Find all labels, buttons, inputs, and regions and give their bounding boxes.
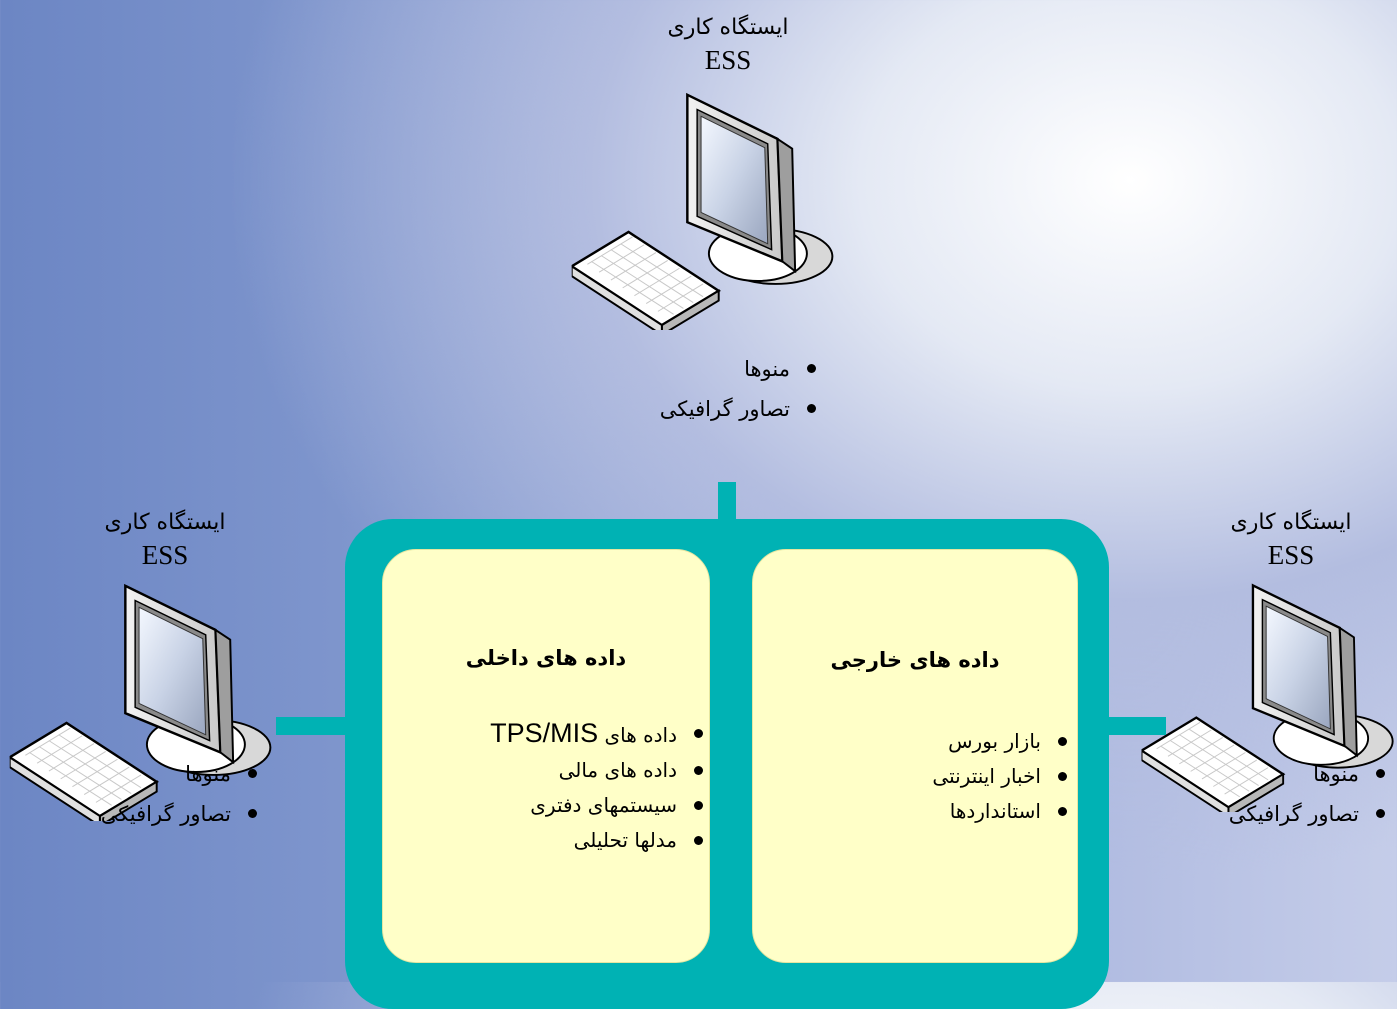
right-workstation-features: منوها تصاور گرافیکی bbox=[1229, 754, 1389, 834]
internal-data-item: داده های مالی bbox=[490, 753, 707, 788]
workstation-title: ایستگاه کاری bbox=[1230, 510, 1352, 535]
left-workstation-label: ایستگاه کاری ESS bbox=[45, 507, 285, 571]
top-workstation-label: ایستگاه کاری ESS bbox=[608, 12, 848, 76]
top-workstation-features: منوها تصاور گرافیکی bbox=[660, 349, 820, 429]
workstation-title: ایستگاه کاری bbox=[667, 15, 789, 40]
workstation-code: ESS bbox=[141, 540, 189, 570]
feature-item: منوها bbox=[660, 349, 820, 389]
feature-item: تصاور گرافیکی bbox=[1229, 794, 1389, 834]
computer-workstation-icon bbox=[570, 85, 838, 330]
internal-data-item: داده های TPS/MIS bbox=[490, 716, 707, 753]
top-connector bbox=[718, 482, 736, 522]
external-data-item: استانداردها bbox=[932, 794, 1071, 829]
item-text: داده های bbox=[598, 723, 677, 747]
external-data-list: بازار بورس اخبار اینترنتی استانداردها bbox=[932, 724, 1071, 829]
workstation-code: ESS bbox=[704, 45, 752, 75]
external-data-panel: داده های خارجی بازار بورس اخبار اینترنتی… bbox=[752, 549, 1078, 963]
feature-item: تصاور گرافیکی bbox=[660, 389, 820, 429]
center-divider bbox=[718, 519, 736, 982]
internal-data-title: داده های داخلی bbox=[465, 646, 627, 670]
external-data-item: اخبار اینترنتی bbox=[932, 759, 1071, 794]
left-workstation-features: منوها تصاور گرافیکی bbox=[101, 754, 261, 834]
internal-data-list: داده های TPS/MIS داده های مالی سیستمهای … bbox=[490, 716, 707, 858]
workstation-code: ESS bbox=[1267, 540, 1315, 570]
external-data-title: داده های خارجی bbox=[830, 648, 1000, 672]
item-latin-text: TPS/MIS bbox=[490, 718, 599, 748]
internal-data-item: سیستمهای دفتری bbox=[490, 788, 707, 823]
left-connector bbox=[276, 717, 348, 735]
internal-data-item: مدلها تحلیلی bbox=[490, 823, 707, 858]
feature-item: منوها bbox=[101, 754, 261, 794]
workstation-title: ایستگاه کاری bbox=[104, 510, 226, 535]
feature-item: منوها bbox=[1229, 754, 1389, 794]
right-workstation-label: ایستگاه کاری ESS bbox=[1171, 507, 1397, 571]
external-data-item: بازار بورس bbox=[932, 724, 1071, 759]
right-connector bbox=[1106, 717, 1166, 735]
internal-data-panel: داده های داخلی داده های TPS/MIS داده های… bbox=[382, 549, 710, 963]
feature-item: تصاور گرافیکی bbox=[101, 794, 261, 834]
